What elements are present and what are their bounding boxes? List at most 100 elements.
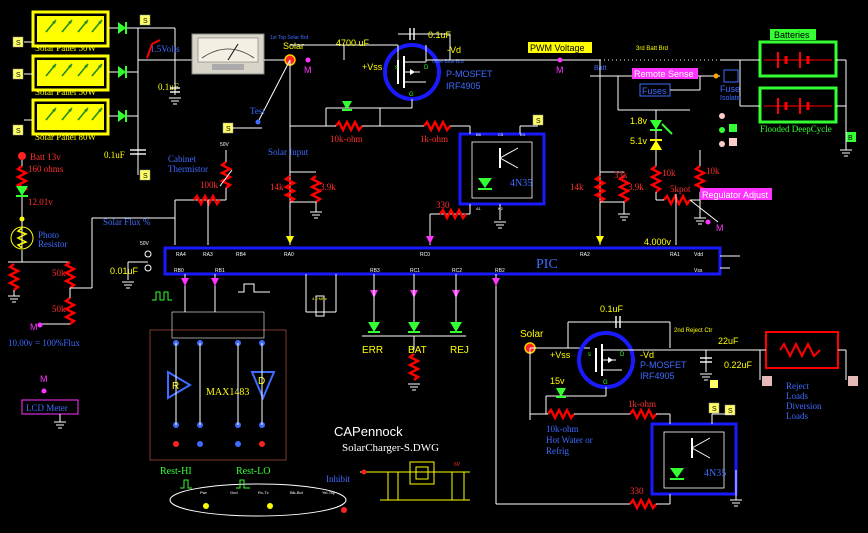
svg-text:D: D	[424, 65, 429, 71]
inhibit-label: Inhibit	[326, 474, 350, 484]
cap-4700: 4700 uF	[336, 38, 370, 48]
pic-microcontroller: PIC RA4 RA3 RB4 RA0 RC0 RA2 RA1 RB0 RB1 …	[163, 246, 722, 276]
v51-label: 5.1v	[630, 136, 648, 146]
bottom-optocoupler: 4N35	[650, 422, 738, 496]
svg-text:s: s	[588, 352, 591, 358]
max-label: MAX1483	[206, 387, 249, 398]
meter-m-1: M	[304, 65, 312, 75]
meter-m-5: M	[716, 223, 724, 233]
remote-sense-box	[632, 68, 698, 79]
regulator-network: 1.8v 5.1v 33k 10k 5kpot 10k	[614, 76, 720, 245]
max1483-transceiver: R D MAX1483 Rest-HI Rest-LO	[149, 311, 287, 477]
r50k-a-label: 50k	[52, 268, 66, 278]
v4000-label: 4.000v	[644, 237, 672, 247]
cap-01uf-b: 0.1uF	[104, 150, 125, 160]
pin-rb4: RB4	[236, 252, 246, 258]
top-optocoupler: 4N35 B5 C5 E4 A1 K2	[458, 132, 546, 211]
pin-vss: Vss	[694, 268, 703, 274]
svg-text:S: S	[536, 118, 541, 125]
pin-vdd: Vdd	[694, 252, 703, 258]
r10k-a-label: 10k	[662, 168, 676, 178]
meter-m-3: M	[30, 322, 38, 332]
rest-hi-label: Rest-HI	[160, 466, 192, 477]
meter-m-4: M	[40, 374, 48, 384]
r14k-b-label: 14k	[570, 182, 584, 192]
pin-ra4: RA4	[176, 252, 186, 258]
loads2-label: Loads	[786, 411, 808, 421]
r50k-b-label: 50k	[52, 304, 66, 314]
volts-label: 1.5Volts	[150, 44, 180, 54]
second-reject-label: 2nd Reject Ctr	[674, 328, 712, 334]
v6-label: 6V	[454, 462, 461, 468]
bottom-mosfet-part: IRF4905	[640, 371, 675, 381]
panel-diodes	[118, 22, 127, 122]
cap-01uf-a: 0.1uF	[158, 82, 179, 92]
photo-label: Photo	[38, 230, 60, 240]
solar-panel-3: Solar Panel 80W	[31, 98, 110, 142]
gate-res-label: Gate-Bias-Brd	[432, 59, 464, 65]
status-leds: ERR BAT REJ	[362, 274, 469, 391]
fuses-label: Fuses	[642, 86, 667, 96]
svg-text:S: S	[143, 18, 148, 25]
svg-text:S: S	[712, 406, 717, 413]
fuse-label: Fuse	[720, 84, 740, 94]
s-tag-letters: S S S S S S S S S	[16, 18, 733, 415]
cabinet-label: Cabinet	[168, 154, 196, 164]
hot-water-label: Hot Water or	[546, 435, 593, 445]
r14k-a-label: 14k	[270, 182, 284, 192]
svg-text:D: D	[620, 352, 625, 358]
bottom-mosfet-label: P-MOSFET	[640, 360, 687, 370]
bottom-gate-network: 15v 10k-ohm Hot Water or Refrig 1k-ohm	[530, 376, 670, 456]
solar-flux-label: Solar Flux %	[103, 217, 151, 227]
bus-blk: Blk-Bot	[290, 490, 304, 495]
svg-text:G: G	[409, 92, 414, 98]
battery-bank: Batteries Flooded DeepCycle B	[758, 29, 856, 142]
bottom-r10k: 10k-ohm	[546, 424, 579, 434]
pin-rb3: RB3	[370, 268, 380, 274]
pin-rc2: RC2	[452, 268, 462, 274]
pin-rb1: RB1	[215, 268, 225, 274]
r10k-b-label: 10k	[706, 166, 720, 176]
v18-label: 1.8v	[630, 116, 648, 126]
svg-text:C5: C5	[498, 132, 504, 137]
cap-22-label: 22uF	[718, 336, 739, 346]
pwm-label: PWM Voltage	[530, 43, 585, 53]
v50-label: 50V	[220, 142, 230, 148]
pin-ra1: RA1	[670, 252, 680, 258]
pwm-label-box: PWM Voltage	[528, 42, 592, 53]
loads-label: Loads	[786, 391, 808, 401]
cap-01uf-top: 0.1uF	[428, 30, 452, 40]
svg-text:s: s	[395, 65, 398, 71]
power-regulator: 6V Inhibit	[326, 461, 470, 501]
pin-rb2: RB2	[495, 268, 505, 274]
diversion-label: Diversion	[786, 401, 822, 411]
bus-pwr: Pwr	[200, 490, 208, 495]
batteries-label: Batteries	[774, 30, 810, 40]
b-tag: B	[848, 135, 853, 142]
test-label: Test	[250, 106, 265, 116]
rs485-bus: Pwr Gnd Rx-Tx Blk-Bot Yel-Top	[169, 479, 347, 517]
zener-label: 15v	[550, 376, 565, 386]
rest-lo-label: Rest-LO	[236, 466, 270, 477]
reg-adjust-label: Regulator Adjust	[702, 190, 769, 200]
r10k-ohm-label: 10k-ohm	[330, 134, 363, 144]
pin-rc1: RC1	[410, 268, 420, 274]
resistor-label: Resistor	[38, 239, 68, 249]
solar-input-label: Solar Input	[268, 147, 309, 157]
cap-01-bottom: 0.1uF	[600, 304, 624, 314]
solar-node: Solar 1st Top Solar Brd M	[270, 35, 312, 75]
reg-adjust-box	[700, 188, 772, 200]
svg-text:S: S	[16, 40, 21, 47]
bottom-vss: +Vss	[550, 350, 571, 360]
r1k-ohm-label: 1k-ohm	[420, 134, 448, 144]
fuse-note: Isolate	[720, 95, 741, 102]
cap-001-label: 0.01uF	[110, 266, 139, 276]
solar-label-top: Solar	[283, 41, 304, 51]
svg-text:E4: E4	[520, 132, 526, 137]
r5k-label: 5kpot	[670, 184, 691, 194]
bottom-r330: 330	[630, 486, 644, 496]
svg-text:G: G	[603, 380, 608, 386]
top-mosfet-label: P-MOSFET	[446, 69, 493, 79]
lcd-meter-label: LCD Meter	[26, 403, 68, 413]
pin-ra0: RA0	[284, 252, 294, 258]
